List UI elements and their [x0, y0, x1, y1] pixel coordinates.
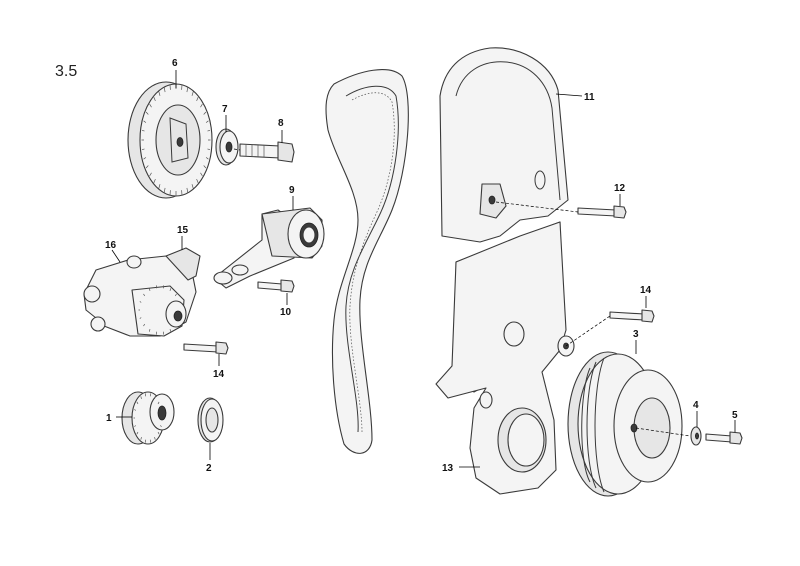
- pulley-washer: [690, 426, 702, 446]
- callout-15: 15: [177, 225, 189, 236]
- callout-9: 9: [289, 185, 295, 196]
- crankshaft-sprocket: [121, 391, 175, 445]
- belt-tensioner: [213, 207, 325, 289]
- callout-16: 16: [105, 240, 117, 251]
- water-pump-bolt: [183, 341, 229, 355]
- water-pump: [83, 247, 201, 337]
- callout-5: 5: [732, 410, 738, 421]
- callout-10: 10: [280, 307, 292, 318]
- sprocket-washer: [215, 128, 239, 166]
- callout-4: 4: [693, 400, 699, 411]
- callout-1: 1: [106, 413, 112, 424]
- callout-13: 13: [442, 463, 454, 474]
- callout-12: 12: [614, 183, 626, 194]
- callout-8: 8: [278, 118, 284, 129]
- callout-3: 3: [633, 329, 639, 340]
- callout-14-cover: 14: [640, 285, 652, 296]
- callout-6: 6: [172, 58, 178, 69]
- tensioner-bolt: [257, 279, 295, 293]
- callout-labels: 6 7 8 9 10 15 16 14 1 2 11 12 14 3 4 5 1…: [105, 58, 738, 474]
- camshaft-sprocket: [127, 81, 213, 199]
- callout-14-pump: 14: [213, 369, 225, 380]
- cover-bolt-lower: [609, 309, 655, 323]
- callout-2: 2: [206, 463, 212, 474]
- lower-timing-cover: [435, 221, 575, 495]
- crankshaft-pulley: [567, 351, 683, 497]
- callout-11: 11: [584, 92, 595, 103]
- callout-7: 7: [222, 104, 228, 115]
- crank-washer: [197, 397, 224, 443]
- timing-belt: [325, 69, 409, 454]
- sprocket-bolt: [239, 141, 295, 163]
- figure-number: 3.5: [55, 63, 77, 80]
- upper-timing-cover: [439, 47, 569, 243]
- leader-lines: [111, 70, 736, 468]
- cover-bolt-upper: [577, 205, 627, 219]
- pulley-bolt: [705, 431, 743, 445]
